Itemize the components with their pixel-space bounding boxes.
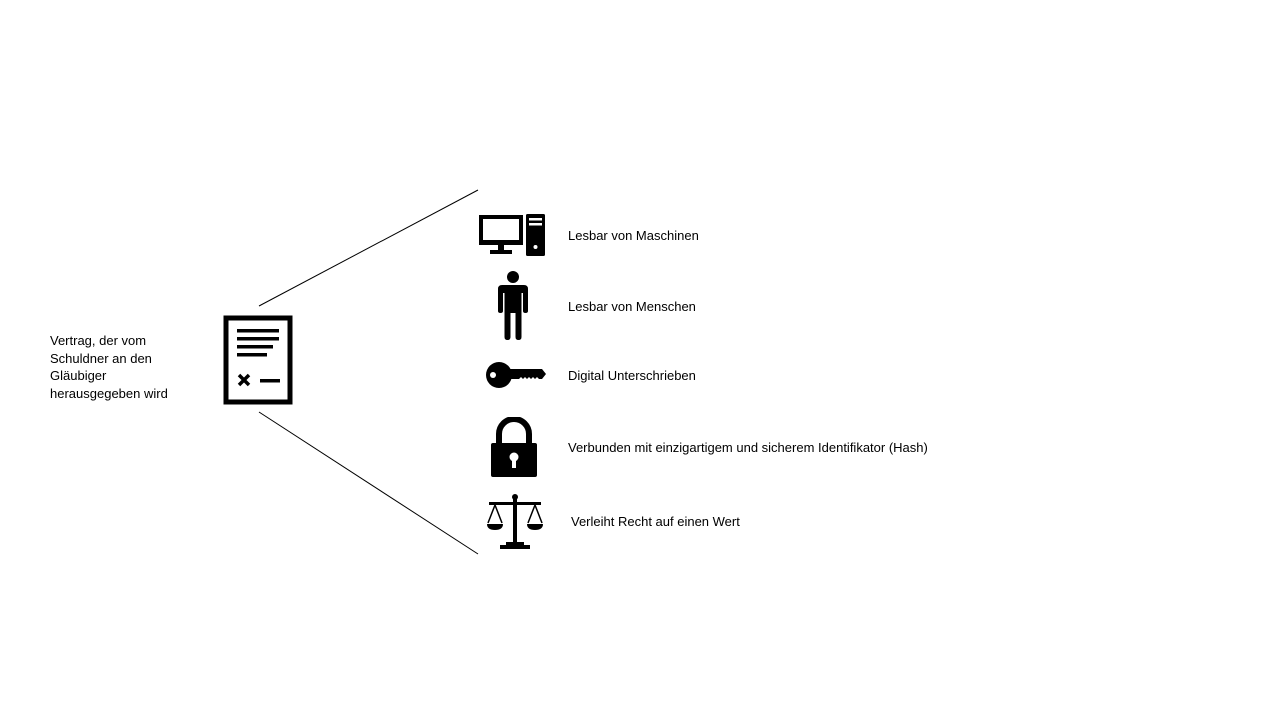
source-label: Vertrag, der vom Schuldner an den Gläubi… (50, 333, 168, 401)
scales-icon (487, 494, 543, 549)
key-icon (486, 362, 546, 388)
document-checklist-icon (223, 315, 293, 405)
feature-label-machine-readable: Lesbar von Maschinen (568, 228, 699, 243)
feature-label-grants-right-to-value: Verleiht Recht auf einen Wert (571, 514, 740, 529)
padlock-icon (491, 417, 537, 477)
feature-label-hash-identifier: Verbunden mit einzigartigem und sicherem… (568, 440, 928, 455)
person-icon (498, 271, 528, 340)
connector-line-top (258, 189, 479, 307)
connector-line-bottom (258, 411, 479, 555)
feature-label-digitally-signed: Digital Unterschrieben (568, 368, 696, 383)
computer-icon (479, 214, 545, 256)
feature-label-human-readable: Lesbar von Menschen (568, 299, 696, 314)
